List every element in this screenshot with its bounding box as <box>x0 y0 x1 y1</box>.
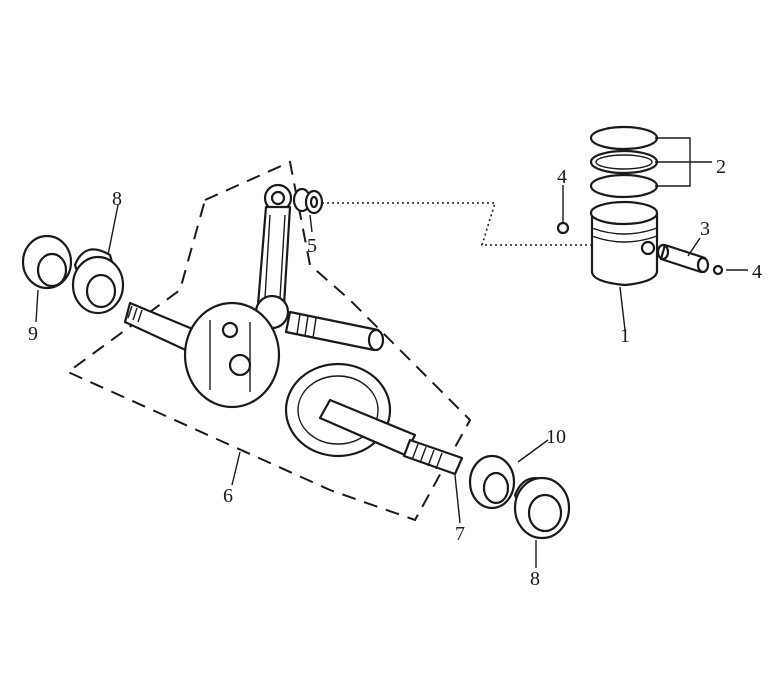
callout-3: 3 <box>700 218 710 240</box>
circlip-top <box>556 221 570 235</box>
piston-rings <box>589 125 659 199</box>
right-bearing <box>513 476 571 540</box>
left-oil-seal <box>21 234 73 290</box>
callout-9: 9 <box>28 323 38 345</box>
leader-lines <box>35 137 748 568</box>
callout-6: 6 <box>223 485 233 507</box>
callout-8-left: 8 <box>112 188 122 210</box>
callout-7: 7 <box>455 523 465 545</box>
circlip-right <box>712 264 724 276</box>
left-crank-web <box>123 301 281 409</box>
piston <box>589 200 659 287</box>
crankshaft-assembly-boundary <box>66 160 472 522</box>
callout-10: 10 <box>546 426 566 448</box>
alignment-line <box>322 202 595 246</box>
callout-2: 2 <box>716 156 726 178</box>
callout-4-right: 4 <box>752 261 762 283</box>
callout-5: 5 <box>307 235 317 257</box>
connecting-rod <box>254 183 293 330</box>
left-bearing <box>71 248 125 315</box>
callout-8-right: 8 <box>530 568 540 590</box>
right-crank-web <box>284 362 464 476</box>
right-oil-seal <box>468 454 516 510</box>
piston-pin <box>656 243 710 274</box>
crank-pin <box>284 310 385 352</box>
small-end-bearing <box>292 187 324 215</box>
callout-4-top: 4 <box>557 166 567 188</box>
callout-1: 1 <box>620 325 630 347</box>
